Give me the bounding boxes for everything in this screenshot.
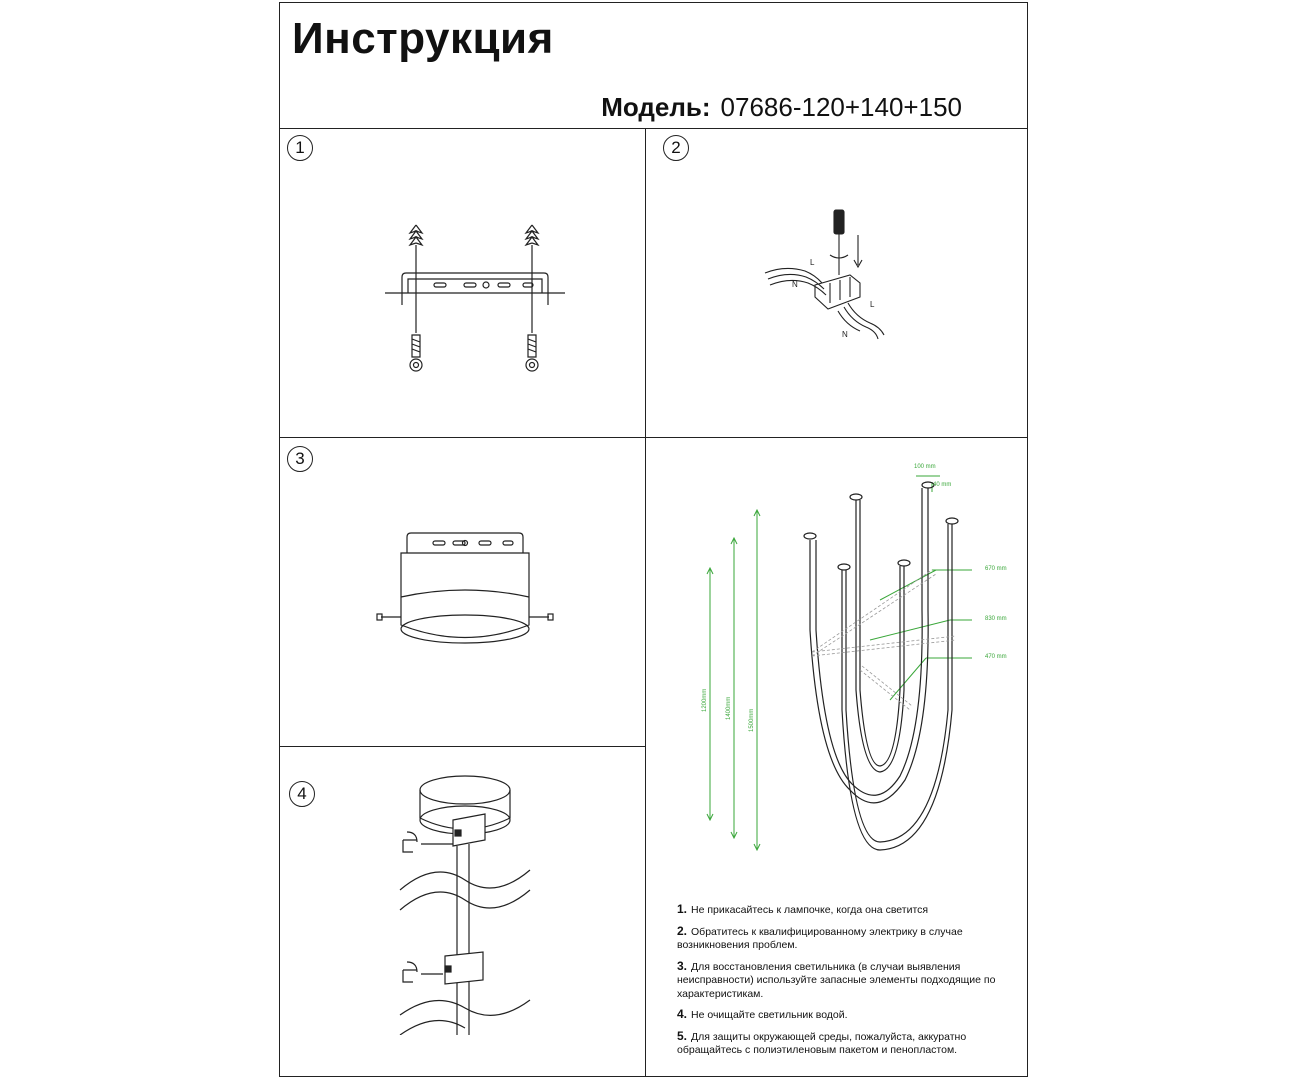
note-4: 4.Не очищайте светильник водой. (677, 1007, 848, 1021)
instruction-sheet (279, 2, 1028, 1077)
wire-label-l-bottom: L (870, 300, 875, 309)
column-divider (645, 128, 646, 1077)
dimension-width-top: 100 mm (914, 464, 936, 470)
dimension-span-3: 470 mm (985, 654, 1007, 660)
step-1-bracket-illustration (385, 224, 565, 372)
step-3-canopy-illustration (376, 532, 554, 644)
step-number-1: 1 (287, 135, 313, 161)
dimension-span-1: 670 mm (985, 566, 1007, 572)
note-1: 1.Не прикасайтесь к лампочке, когда она … (677, 902, 929, 916)
pendant-dimension-drawing (706, 475, 972, 852)
model-value: 07686-120+140+150 (720, 92, 962, 122)
step-number-4: 4 (289, 781, 315, 807)
step-4-cable-illustration (399, 775, 531, 1035)
wire-label-n-bottom: N (842, 330, 848, 339)
dimension-length-3: 1500mm (749, 708, 755, 732)
note-2: 2.Обратитесь к квалифицированному электр… (677, 923, 963, 951)
header-divider (279, 128, 1028, 129)
safety-notes: 1.Не прикасайтесь к лампочке, когда она … (677, 902, 1017, 1065)
page-title: Инструкция (292, 14, 554, 63)
row-divider-2 (279, 746, 645, 747)
model-label: Модель: (601, 92, 711, 122)
wire-label-n-top: N (792, 280, 798, 289)
step-2-wiring-illustration: L N L N (764, 209, 885, 340)
model-line: Модель: 07686-120+140+150 (601, 92, 962, 123)
dimension-length-2: 1400mm (726, 696, 732, 720)
dimension-height-top: 40 mm (933, 482, 952, 488)
row-divider-1 (279, 437, 1028, 438)
step-number-2: 2 (663, 135, 689, 161)
wire-label-l-top: L (810, 258, 815, 267)
dimension-length-1: 1200mm (702, 688, 708, 712)
step-number-3: 3 (287, 446, 313, 472)
note-5: 5.Для защиты окружающей среды, пожалуйст… (677, 1028, 967, 1056)
note-3: 3.Для восстановления светильника (в случ… (677, 958, 996, 1000)
dimension-span-2: 830 mm (985, 616, 1007, 622)
